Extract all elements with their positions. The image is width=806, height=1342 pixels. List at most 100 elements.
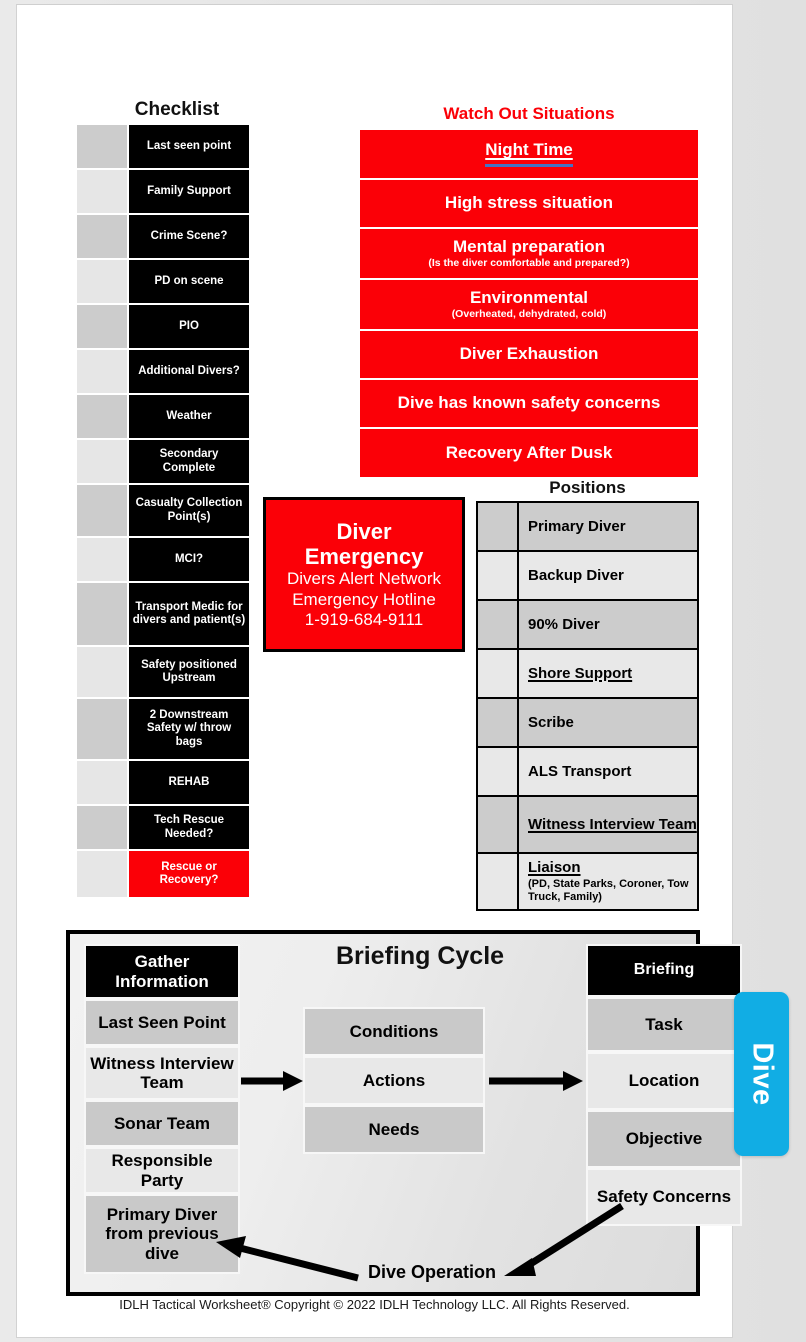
- watch-out-item: Dive has known safety concerns: [359, 379, 699, 428]
- checklist-row: Crime Scene?: [76, 214, 250, 259]
- checklist-row: Weather: [76, 394, 250, 439]
- watch-out-item-subtext: (Is the diver comfortable and prepared?): [428, 256, 630, 269]
- watch-out-item-label: Environmental: [469, 288, 589, 308]
- emergency-org: Divers Alert Network: [287, 569, 441, 589]
- checklist-checkbox[interactable]: [76, 537, 128, 582]
- checklist-checkbox[interactable]: [76, 259, 128, 304]
- briefing-cycle-title: Briefing Cycle: [335, 942, 505, 970]
- checklist-checkbox[interactable]: [76, 214, 128, 259]
- checklist-item-label: REHAB: [128, 760, 250, 805]
- checklist-item-label: Transport Medic for divers and patient(s…: [128, 582, 250, 646]
- position-checkbox[interactable]: [478, 601, 519, 648]
- checklist-item-label: PIO: [128, 304, 250, 349]
- checklist-checkbox[interactable]: [76, 439, 128, 484]
- position-checkbox[interactable]: [478, 503, 519, 550]
- checklist-checkbox[interactable]: [76, 484, 128, 537]
- dive-side-tab[interactable]: Dive: [734, 992, 789, 1156]
- position-checkbox[interactable]: [478, 797, 519, 852]
- checklist-row: Transport Medic for divers and patient(s…: [76, 582, 250, 646]
- briefing-gather-item: Gather Information: [84, 944, 240, 999]
- checklist-checkbox[interactable]: [76, 760, 128, 805]
- position-label: 90% Diver: [528, 615, 600, 633]
- checklist-item-label: Tech Rescue Needed?: [128, 805, 250, 850]
- position-row: Liaison(PD, State Parks, Coroner, Tow Tr…: [478, 854, 697, 911]
- emergency-title-line1: Diver: [336, 518, 392, 544]
- position-label: Witness Interview Team: [528, 815, 697, 833]
- checklist-checkbox[interactable]: [76, 805, 128, 850]
- position-row: Shore Support: [478, 650, 697, 699]
- checklist-item-label: MCI?: [128, 537, 250, 582]
- checklist-checkbox[interactable]: [76, 304, 128, 349]
- position-label-cell: Shore Support: [519, 650, 697, 697]
- checklist-checkbox[interactable]: [76, 698, 128, 760]
- emergency-title-line2: Emergency: [304, 543, 424, 569]
- briefing-gather-item: Witness Interview Team: [84, 1046, 240, 1100]
- watch-out-item-label: Recovery After Dusk: [445, 442, 613, 462]
- checklist-checkbox[interactable]: [76, 124, 128, 169]
- checklist-item-label: Family Support: [128, 169, 250, 214]
- arrow-right-to-dive-operation: [504, 1203, 624, 1276]
- watch-out-item-label: High stress situation: [444, 193, 614, 213]
- copyright-footer: IDLH Tactical Worksheet® Copyright © 202…: [119, 1297, 630, 1312]
- position-row: 90% Diver: [478, 601, 697, 650]
- position-checkbox[interactable]: [478, 650, 519, 697]
- briefing-center-item: Actions: [303, 1056, 485, 1105]
- briefing-center-item: Conditions: [303, 1007, 485, 1056]
- briefing-gather-item: Last Seen Point: [84, 999, 240, 1046]
- watch-out-item: Recovery After Dusk: [359, 428, 699, 478]
- position-row: ALS Transport: [478, 748, 697, 797]
- checklist-row: Family Support: [76, 169, 250, 214]
- position-label-cell: Backup Diver: [519, 552, 697, 599]
- checklist-row: MCI?: [76, 537, 250, 582]
- checklist-checkbox[interactable]: [76, 349, 128, 394]
- watch-out-item-label: Dive has known safety concerns: [397, 393, 661, 413]
- position-checkbox[interactable]: [478, 552, 519, 599]
- position-checkbox[interactable]: [478, 854, 519, 909]
- watch-out-underline-decoration: Night Time: [485, 140, 573, 168]
- arrow-center-to-right: [489, 1071, 583, 1091]
- checklist-item-label: Rescue or Recovery?: [128, 850, 250, 898]
- position-row: Scribe: [478, 699, 697, 748]
- watch-out-item-text: Night Time: [485, 140, 573, 160]
- position-checkbox[interactable]: [478, 699, 519, 746]
- briefing-brief-item: Objective: [586, 1110, 742, 1168]
- checklist-checkbox[interactable]: [76, 646, 128, 698]
- checklist-row: Additional Divers?: [76, 349, 250, 394]
- position-label-cell: Primary Diver: [519, 503, 697, 550]
- briefing-brief-item: Briefing: [586, 944, 742, 997]
- checklist-row: 2 Downstream Safety w/ throw bags: [76, 698, 250, 760]
- emergency-hotline-label: Emergency Hotline: [292, 589, 436, 609]
- position-checkbox[interactable]: [478, 748, 519, 795]
- checklist-row: PD on scene: [76, 259, 250, 304]
- position-label: Scribe: [528, 713, 574, 731]
- checklist-row: Casualty Collection Point(s): [76, 484, 250, 537]
- emergency-phone-number: 1-919-684-9111: [304, 609, 424, 629]
- briefing-center-item: Needs: [303, 1105, 485, 1154]
- position-label: ALS Transport: [528, 762, 632, 780]
- checklist-item-label: Weather: [128, 394, 250, 439]
- watch-out-item: Night Time: [359, 129, 699, 179]
- checklist-row: Safety positioned Upstream: [76, 646, 250, 698]
- checklist-item-label: Additional Divers?: [128, 349, 250, 394]
- watch-out-item-label: Diver Exhaustion: [459, 344, 599, 364]
- position-row: Witness Interview Team: [478, 797, 697, 854]
- checklist-row: REHAB: [76, 760, 250, 805]
- checklist-checkbox[interactable]: [76, 582, 128, 646]
- checklist-checkbox[interactable]: [76, 169, 128, 214]
- position-label-cell: Liaison(PD, State Parks, Coroner, Tow Tr…: [519, 854, 697, 909]
- watch-out-item: High stress situation: [359, 179, 699, 228]
- position-label-cell: 90% Diver: [519, 601, 697, 648]
- checklist-item-label: Secondary Complete: [128, 439, 250, 484]
- checklist-row: Tech Rescue Needed?: [76, 805, 250, 850]
- dive-operation-label: Dive Operation: [367, 1262, 497, 1282]
- checklist-checkbox[interactable]: [76, 394, 128, 439]
- position-label-cell: Scribe: [519, 699, 697, 746]
- position-label-cell: Witness Interview Team: [519, 797, 697, 852]
- checklist-row: Secondary Complete: [76, 439, 250, 484]
- checklist-checkbox[interactable]: [76, 850, 128, 898]
